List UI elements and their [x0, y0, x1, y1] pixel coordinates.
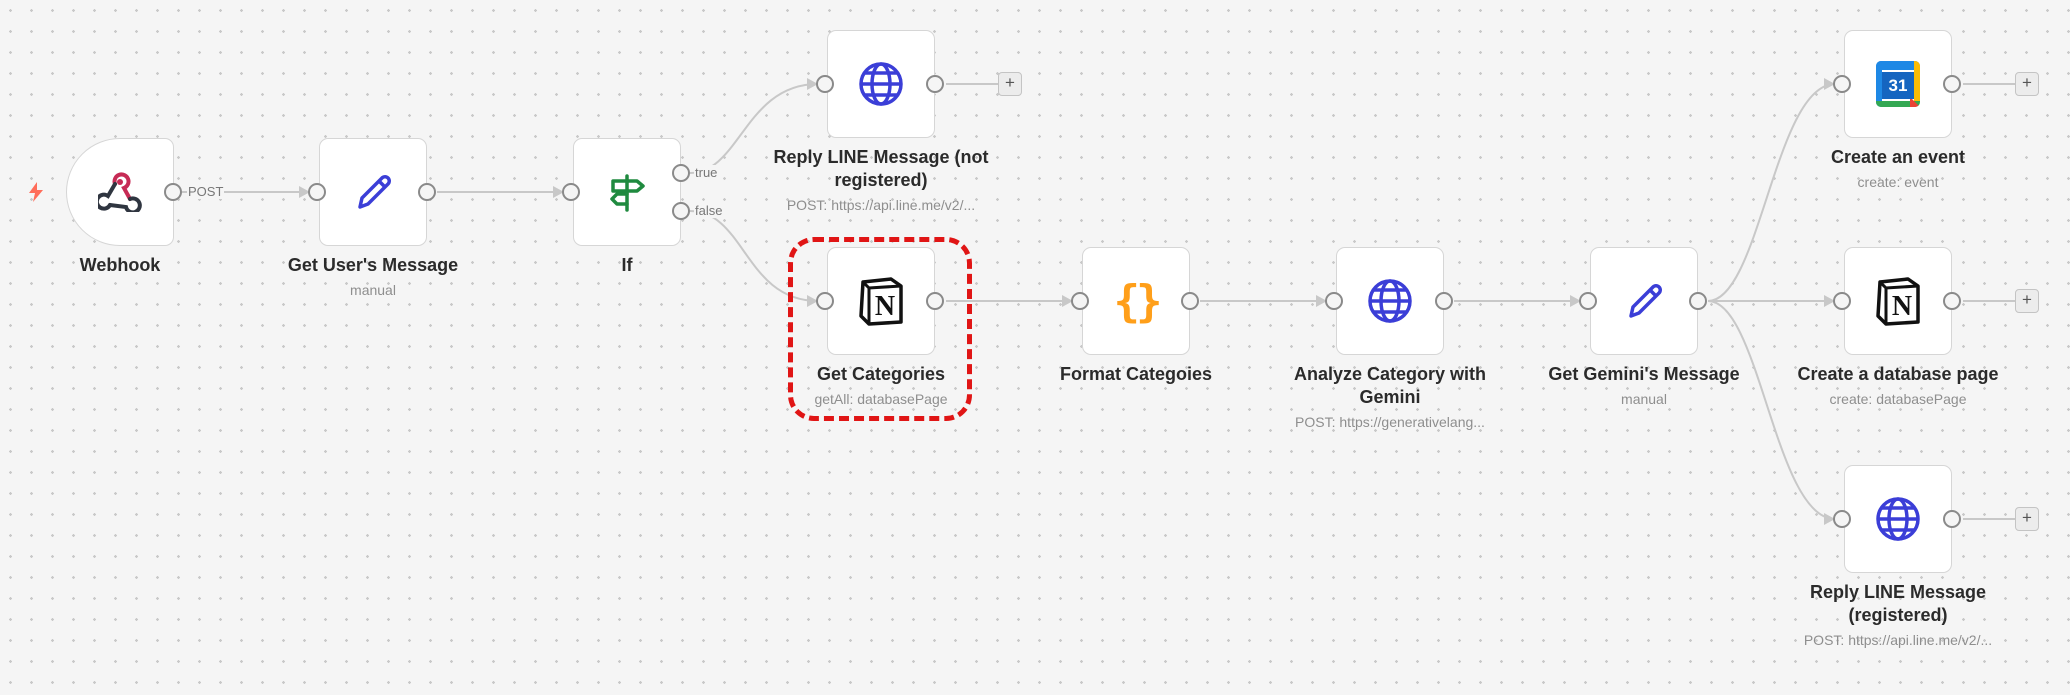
input-port[interactable] [816, 292, 834, 310]
node-subtitle-reply-registered: POST: https://api.line.me/v2/... [1803, 632, 1993, 648]
trigger-bolt-icon [29, 182, 43, 202]
output-port[interactable] [1943, 292, 1961, 310]
node-subtitle-create-event: create: event [1857, 174, 1939, 190]
input-port[interactable] [562, 183, 580, 201]
node-create-event[interactable]: 31 [1844, 30, 1952, 138]
node-format-categories[interactable]: {} [1082, 247, 1190, 355]
edge-label-false: false [694, 203, 724, 218]
globe-icon [859, 62, 903, 106]
node-reply-not-registered[interactable] [827, 30, 935, 138]
node-create-db-page[interactable]: N [1844, 247, 1952, 355]
node-webhook[interactable] [66, 138, 174, 246]
add-node-button[interactable]: + [2015, 72, 2039, 96]
pencil-icon [358, 175, 391, 209]
node-label-get-gemini-message: Get Gemini's Message [1548, 364, 1740, 384]
calendar-date: 31 [1882, 72, 1914, 99]
code-braces-icon: {} [1113, 275, 1163, 327]
node-analyze-category[interactable] [1336, 247, 1444, 355]
node-subtitle-get-user-message: manual [350, 282, 396, 298]
node-label-reply-registered: Reply LINE Message (registered) [1809, 582, 1987, 625]
connection-get-gemini-message-to-reply-registered[interactable] [1707, 300, 1836, 520]
output-port[interactable] [418, 183, 436, 201]
add-node-button[interactable]: + [2015, 507, 2039, 531]
node-get-user-message[interactable] [319, 138, 427, 246]
globe-icon [1876, 497, 1920, 541]
node-if[interactable] [573, 138, 681, 246]
node-label-reply-not-registered: Reply LINE Message (not registered) [773, 147, 989, 190]
output-port[interactable] [926, 292, 944, 310]
node-reply-registered[interactable] [1844, 465, 1952, 573]
output-port[interactable] [926, 75, 944, 93]
output-port[interactable] [164, 183, 182, 201]
input-port[interactable] [1325, 292, 1343, 310]
notion-icon: N [859, 277, 903, 326]
node-subtitle-reply-not-registered: POST: https://api.line.me/v2/... [786, 197, 976, 213]
output-port[interactable] [1689, 292, 1707, 310]
node-label-create-db-page: Create a database page [1797, 364, 1999, 384]
input-port[interactable] [308, 183, 326, 201]
node-label-format-categories: Format Categoies [1059, 364, 1213, 384]
edge-label-post: POST [187, 184, 225, 199]
node-label-get-user-message: Get User's Message [287, 255, 459, 275]
output-port-false[interactable] [672, 202, 690, 220]
notion-icon: N [1876, 277, 1920, 326]
node-label-webhook: Webhook [79, 255, 161, 275]
google-calendar-icon: 31 [1876, 61, 1920, 107]
node-subtitle-analyze-category: POST: https://generativelang... [1295, 414, 1485, 430]
output-port[interactable] [1181, 292, 1199, 310]
input-port[interactable] [816, 75, 834, 93]
notion-glyph: N [1892, 291, 1912, 322]
highlight-box [788, 237, 972, 421]
node-subtitle-get-categories: getAll: databasePage [814, 391, 948, 407]
input-port[interactable] [1071, 292, 1089, 310]
add-node-button[interactable]: + [2015, 289, 2039, 313]
node-get-gemini-message[interactable] [1590, 247, 1698, 355]
output-port[interactable] [1943, 75, 1961, 93]
input-port[interactable] [1833, 75, 1851, 93]
pencil-icon [1629, 284, 1662, 318]
node-subtitle-get-gemini-message: manual [1621, 391, 1667, 407]
signpost-icon [610, 174, 645, 212]
node-label-get-categories: Get Categories [816, 364, 946, 384]
output-port[interactable] [1943, 510, 1961, 528]
output-port-true[interactable] [672, 164, 690, 182]
node-label-if: If [621, 255, 633, 275]
node-subtitle-create-db-page: create: databasePage [1829, 391, 1967, 407]
input-port[interactable] [1579, 292, 1597, 310]
node-get-categories[interactable]: N [827, 247, 935, 355]
connection-get-gemini-message-to-create-event[interactable] [1707, 83, 1836, 302]
webhook-icon [98, 172, 142, 212]
input-port[interactable] [1833, 510, 1851, 528]
input-port[interactable] [1833, 292, 1851, 310]
node-label-create-event: Create an event [1830, 147, 1966, 167]
edge-label-true: true [694, 165, 719, 180]
add-node-button[interactable]: + [998, 72, 1022, 96]
notion-glyph: N [875, 291, 895, 322]
output-port[interactable] [1435, 292, 1453, 310]
globe-icon [1368, 279, 1412, 323]
node-label-analyze-category: Analyze Category with Gemini [1293, 364, 1487, 407]
